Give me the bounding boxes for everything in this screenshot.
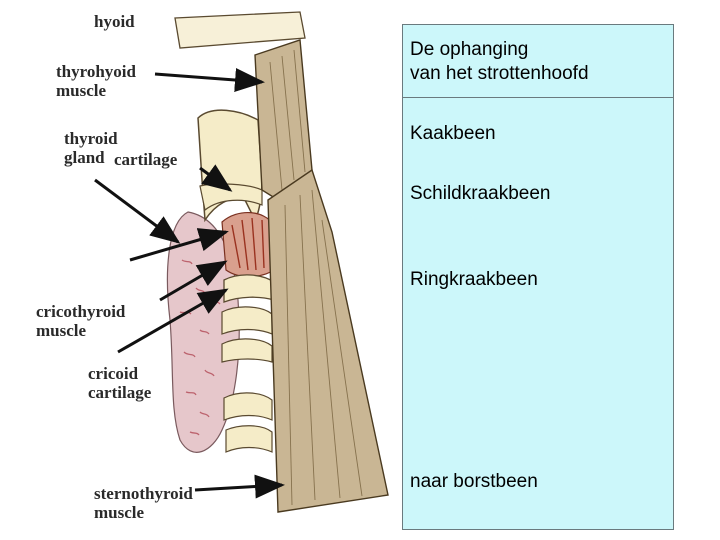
cricoid-cartilage-shape	[223, 274, 275, 303]
larynx-illustration	[94, 11, 389, 513]
legend-panel: De ophanging van het strottenhoofd Kaakb…	[402, 24, 674, 530]
panel-title: De ophanging van het strottenhoofd	[403, 25, 673, 98]
term-kaakbeen: Kaakbeen	[410, 123, 496, 144]
label-cricothyroid-muscle: cricothyroid muscle	[36, 302, 126, 340]
arrow-thyrohyoid	[154, 68, 265, 92]
label-sternothyroid-muscle: sternothyroid muscle	[94, 484, 193, 522]
arrow-cricoid	[117, 288, 229, 354]
label-hyoid: hyoid	[94, 12, 135, 31]
cricothyroid-muscle-shape	[221, 211, 277, 278]
arrow-thyroid-cartilage	[199, 164, 233, 192]
label-cricoid-cartilage: cricoid cartilage	[88, 364, 152, 402]
arrow-sternothyroid	[194, 474, 285, 499]
term-ringkraakbeen: Ringkraakbeen	[410, 269, 538, 290]
label-thyroid-gland: thyroid gland	[64, 129, 118, 167]
term-naar-borstbeen: naar borstbeen	[410, 471, 538, 492]
label-thyroid-cartilage: cartilage	[114, 150, 178, 169]
arrow-cricothyroid-a	[129, 228, 229, 262]
hyoid-bone-shape	[174, 11, 306, 49]
arrow-thyroid-gland	[94, 178, 181, 244]
sternothyroid-muscle-shape	[267, 168, 389, 513]
arrow-cricothyroid-b	[159, 260, 228, 302]
term-schildkraakbeen: Schildkraakbeen	[410, 183, 551, 204]
label-thyrohyoid-muscle: thyrohyoid muscle	[56, 62, 136, 100]
